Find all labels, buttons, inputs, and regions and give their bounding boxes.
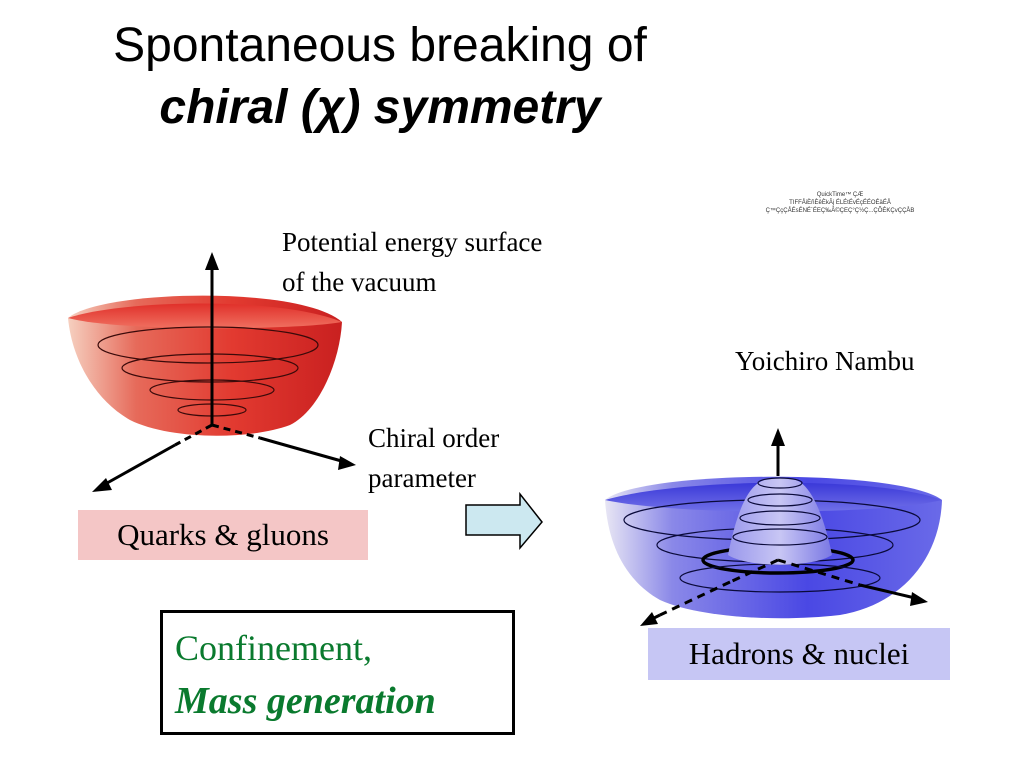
chiral-order-label: Chiral order parameter — [368, 418, 499, 498]
blue-axes — [640, 428, 928, 626]
quicktime-line2: TIFFÅiÈñÈêÈkÂj ÉLÉtÉvÉçÉÉOÉäÉÅ — [789, 200, 891, 206]
red-axes — [92, 252, 356, 492]
slide-title-line1: Spontaneous breaking of — [113, 19, 647, 72]
nambu-caption: Yoichiro Nambu — [735, 346, 915, 376]
red-potential-bowl — [68, 295, 342, 436]
potential-energy-label: Potential energy surface of the vacuum — [282, 222, 542, 302]
transition-arrow — [465, 491, 543, 551]
quicktime-line3: Ç™ÇçÇÅÉsÉNÉ`ÉEÇ‰Â©ÇEÇ°Ç½Ç...ÇÕÉKÇvÇÇÅB — [765, 208, 915, 214]
potential-energy-line2: of the vacuum — [282, 267, 437, 297]
slide-title-line2: chiral (χ) symmetry — [159, 81, 601, 134]
quarks-gluons-box: Quarks & gluons — [78, 510, 368, 560]
quicktime-line1: QuickTime™ ÇÆ — [816, 192, 864, 198]
potential-energy-line1: Potential energy surface — [282, 227, 543, 257]
quicktime-placeholder: QuickTime™ ÇÆ TIFFÅiÈñÈêÈkÂj ÉLÉtÉvÉçÉÉO… — [748, 191, 932, 215]
confinement-text: Confinement, — [175, 628, 372, 668]
hadrons-nuclei-box: Hadrons & nuclei — [648, 628, 950, 680]
central-hump — [728, 477, 832, 565]
mass-generation-text: Mass generation — [175, 680, 436, 722]
chiral-order-line1: Chiral order — [368, 423, 500, 453]
confinement-box: Confinement, Mass generation — [160, 610, 515, 735]
chiral-order-line2: parameter — [368, 463, 476, 493]
